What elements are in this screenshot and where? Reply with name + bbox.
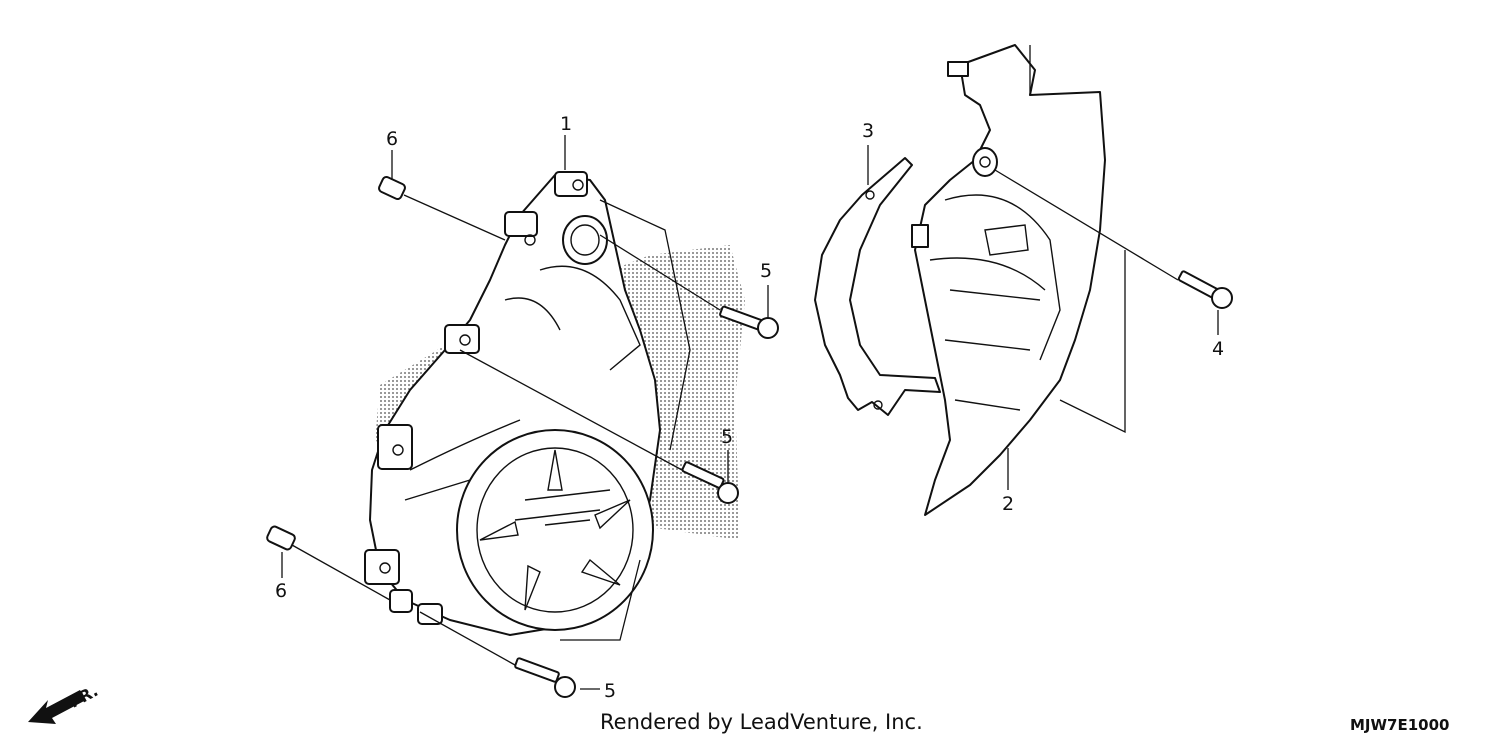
callout-5-upper: 5 [760, 260, 772, 282]
callout-labels: 1 2 3 4 5 5 5 6 6 [275, 113, 1224, 702]
callout-1: 1 [560, 113, 572, 135]
front-direction-arrow-icon: FR. [28, 681, 101, 724]
part-6-dowel-upper[interactable] [378, 175, 407, 201]
part-2-sprocket-cover[interactable] [911, 44, 1106, 516]
part-3-gasket[interactable] [814, 157, 941, 416]
part-6-dowel-lower[interactable] [266, 525, 296, 551]
part-4-bolt[interactable] [1177, 270, 1233, 309]
callout-6-upper: 6 [386, 128, 398, 150]
callout-5-lower: 5 [604, 680, 616, 702]
leader-lines [281, 135, 1219, 690]
alignment-lines-part-2 [1029, 45, 1126, 434]
alignment-lines-part-1 [560, 199, 691, 641]
callout-6-lower: 6 [275, 580, 287, 602]
part-5-bolt-upper[interactable] [719, 305, 779, 339]
render-credit: Rendered by LeadVenture, Inc. [600, 710, 923, 734]
callout-5-middle: 5 [721, 426, 733, 448]
part-5-bolt-lower[interactable] [514, 657, 576, 698]
part-5-bolt-middle[interactable] [681, 461, 739, 504]
callout-2: 2 [1002, 493, 1014, 515]
callout-3: 3 [862, 120, 874, 142]
part-1-left-crankcase-cover[interactable] [364, 171, 661, 636]
diagram-code: MJW7E1000 [1350, 716, 1450, 734]
callout-4: 4 [1212, 338, 1224, 360]
